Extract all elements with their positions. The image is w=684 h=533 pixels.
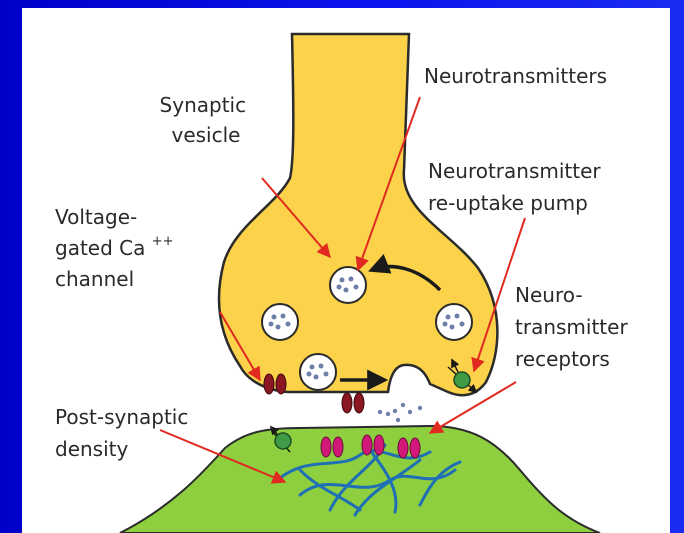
label-receptors: Neuro- transmitter receptors [515,283,634,371]
label-neurotransmitters: Neurotransmitters [424,64,607,88]
label-calcium-channel: Voltage- gated Ca ++ channel [55,205,180,291]
calcium-superscript: ++ [152,234,174,249]
label-synaptic-vesicle: Synaptic vesicle [160,93,253,147]
label-postsynaptic-density: Post-synaptic density [55,405,195,461]
postsynaptic-neuron [120,426,600,533]
label-reuptake-pump: Neurotransmitter re-uptake pump [428,159,607,215]
